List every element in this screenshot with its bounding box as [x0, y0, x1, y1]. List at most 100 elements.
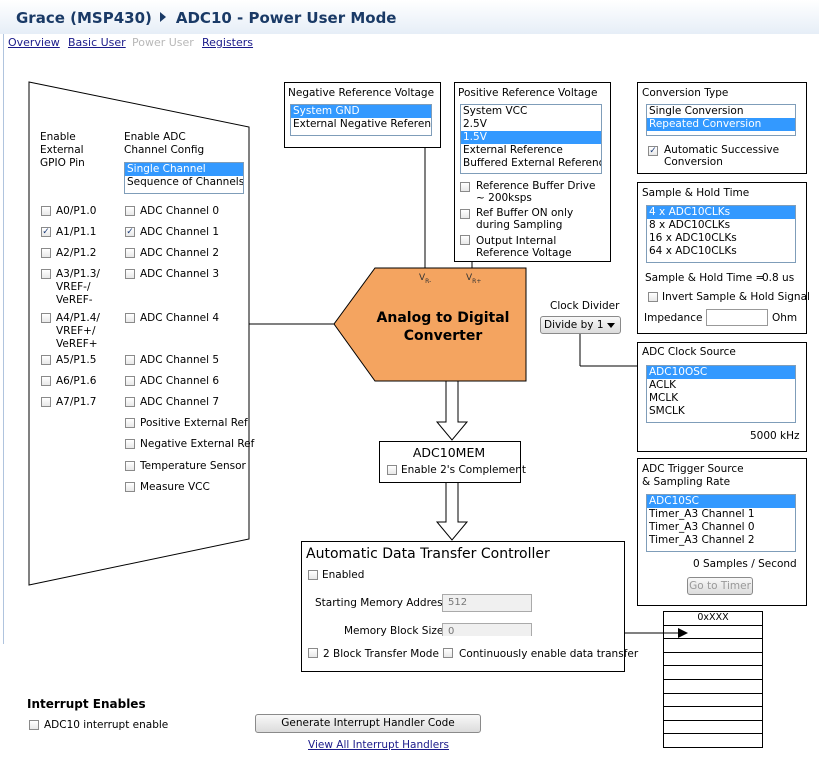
adc-channel-checkbox[interactable]: ✓	[125, 227, 135, 237]
gpio-pin-label: A7/P1.7	[56, 396, 97, 408]
neg-ref-option[interactable]: System GND	[291, 105, 431, 118]
gpio-pin-checkbox[interactable]: ✓	[41, 227, 51, 237]
adc10-interrupt-checkbox[interactable]	[29, 720, 39, 730]
output-ref-checkbox[interactable]	[460, 235, 470, 245]
adc-channel-label: Temperature Sensor	[140, 460, 246, 472]
trigger-option[interactable]: Timer_A3 Channel 1	[649, 508, 755, 520]
gpio-pin-checkbox[interactable]	[41, 355, 51, 365]
sample-hold-time-value: 0.8 us	[762, 272, 795, 284]
adc-channel-checkbox[interactable]	[125, 461, 135, 471]
nav-overview[interactable]: Overview	[8, 36, 60, 49]
invert-sh-checkbox[interactable]	[648, 292, 658, 302]
sample-hold-option[interactable]: 16 x ADC10CLKs	[649, 232, 737, 244]
twos-complement-label: Enable 2's Complement	[401, 464, 526, 476]
gpio-pin-checkbox[interactable]	[41, 248, 51, 258]
generate-handler-button[interactable]: Generate Interrupt Handler Code	[255, 714, 481, 733]
sample-hold-option[interactable]: 4 x ADC10CLKs	[647, 206, 795, 219]
gpio-pin-label: A5/P1.5	[56, 354, 97, 366]
ref-buffer-on-checkbox[interactable]	[460, 209, 470, 219]
neg-ref-list[interactable]: System GND External Negative Referenc	[290, 104, 432, 136]
sample-hold-option[interactable]: 64 x ADC10CLKs	[649, 245, 737, 257]
continuous-transfer-label: Continuously enable data transfer	[459, 648, 639, 660]
adc-channel-label: Negative External Ref	[140, 438, 255, 450]
block-size-label: Memory Block Size	[344, 625, 444, 636]
view-handlers-link[interactable]: View All Interrupt Handlers	[308, 739, 449, 751]
page-title: Grace (MSP430)ADC10 - Power User Mode	[16, 9, 397, 27]
go-to-timer-button[interactable]: Go to Timer	[687, 577, 753, 595]
start-address-input[interactable]: 512	[442, 594, 532, 612]
gpio-pin-label: A4/P1.4/ VREF+/ VeREF+	[56, 312, 100, 350]
clock-source-option[interactable]: ACLK	[649, 379, 677, 391]
pos-ref-list[interactable]: System VCC 2.5V 1.5V External Reference …	[460, 104, 602, 174]
dtc-enabled-checkbox[interactable]	[308, 570, 318, 580]
twos-complement-checkbox[interactable]	[387, 465, 397, 475]
pos-ref-option[interactable]: System VCC	[463, 105, 528, 117]
channel-mode-list[interactable]: Single Channel Sequence of Channels	[124, 162, 244, 194]
clock-source-option[interactable]: SMCLK	[649, 405, 685, 417]
two-block-checkbox[interactable]	[308, 648, 318, 658]
adc-channel-label: ADC Channel 6	[140, 375, 220, 387]
clock-divider-select[interactable]: Divide by 1	[540, 316, 621, 334]
conversion-option[interactable]: Single Conversion	[649, 105, 744, 117]
adc-channel-checkbox[interactable]	[125, 376, 135, 386]
clock-source-list[interactable]: ADC10OSC ACLK MCLK SMCLK	[646, 365, 796, 423]
ref-buffer-drive-checkbox[interactable]	[460, 182, 470, 192]
chevron-down-icon	[607, 323, 615, 328]
nav-basic-user[interactable]: Basic User	[68, 36, 126, 49]
continuous-transfer-checkbox[interactable]	[443, 648, 453, 658]
gpio-pin-checkbox[interactable]	[41, 376, 51, 386]
gpio-pin-label: A0/P1.0	[56, 205, 97, 217]
sample-hold-option[interactable]: 8 x ADC10CLKs	[649, 219, 731, 231]
adc-channel-label: ADC Channel 2	[140, 247, 220, 259]
channel-mode-option[interactable]: Single Channel	[125, 163, 243, 176]
gpio-pin-label: A2/P1.2	[56, 247, 97, 259]
neg-ref-option[interactable]: External Negative Referenc	[293, 118, 432, 130]
pos-ref-option[interactable]: External Reference	[463, 144, 563, 156]
memory-table-row: 0xXXX	[664, 612, 762, 626]
impedance-label: Impedance	[644, 312, 703, 324]
sample-hold-title: Sample & Hold Time	[642, 187, 750, 199]
nav-power-user: Power User	[132, 36, 194, 49]
adc-channel-checkbox[interactable]	[125, 439, 135, 449]
sampling-rate: 0 Samples / Second	[693, 558, 797, 570]
gpio-pin-checkbox[interactable]	[41, 397, 51, 407]
trigger-option[interactable]: Timer_A3 Channel 0	[649, 521, 755, 533]
trigger-option[interactable]: ADC10SC	[647, 495, 795, 508]
adc-channel-checkbox[interactable]	[125, 269, 135, 279]
pos-ref-option[interactable]: 1.5V	[461, 131, 601, 144]
pos-ref-option[interactable]: 2.5V	[463, 118, 487, 130]
pos-ref-option[interactable]: Buffered External Referenc	[463, 157, 602, 169]
impedance-input[interactable]	[706, 309, 768, 326]
adc10-interrupt-label: ADC10 interrupt enable	[44, 719, 169, 731]
channel-mode-option[interactable]: Sequence of Channels	[127, 176, 244, 188]
conversion-list[interactable]: Single Conversion Repeated Conversion	[646, 104, 796, 136]
clock-source-option[interactable]: MCLK	[649, 392, 679, 404]
nav-registers[interactable]: Registers	[202, 36, 254, 49]
clock-source-option[interactable]: ADC10OSC	[647, 366, 795, 379]
adc-channel-checkbox[interactable]	[125, 482, 135, 492]
auto-successive-checkbox[interactable]: ✓	[648, 146, 658, 156]
gpio-pin-checkbox[interactable]	[41, 269, 51, 279]
adc-channel-checkbox[interactable]	[125, 206, 135, 216]
memory-table: 0xXXX	[663, 611, 763, 748]
gpio-pin-checkbox[interactable]	[41, 313, 51, 323]
conversion-option[interactable]: Repeated Conversion	[647, 118, 795, 131]
ref-buffer-on-label: Ref Buffer ON only during Sampling	[476, 207, 574, 231]
adc-channel-checkbox[interactable]	[125, 418, 135, 428]
trigger-option[interactable]: Timer_A3 Channel 2	[649, 534, 755, 546]
adc-channel-checkbox[interactable]	[125, 313, 135, 323]
memory-table-row	[664, 626, 762, 640]
adc-channel-checkbox[interactable]	[125, 397, 135, 407]
left-border	[3, 34, 4, 644]
pos-ref-title: Positive Reference Voltage	[458, 87, 598, 99]
block-size-input[interactable]: 0	[442, 623, 532, 636]
adc-channel-checkbox[interactable]	[125, 355, 135, 365]
trigger-list[interactable]: ADC10SC Timer_A3 Channel 1 Timer_A3 Chan…	[646, 494, 796, 552]
sample-hold-list[interactable]: 4 x ADC10CLKs 8 x ADC10CLKs 16 x ADC10CL…	[646, 205, 796, 263]
adc-channel-checkbox[interactable]	[125, 248, 135, 258]
adc-channel-label: ADC Channel 4	[140, 312, 220, 324]
gpio-pin-label: A3/P1.3/ VREF-/ VeREF-	[56, 268, 100, 306]
clock-source-title: ADC Clock Source	[642, 346, 736, 358]
gpio-pin-checkbox[interactable]	[41, 206, 51, 216]
